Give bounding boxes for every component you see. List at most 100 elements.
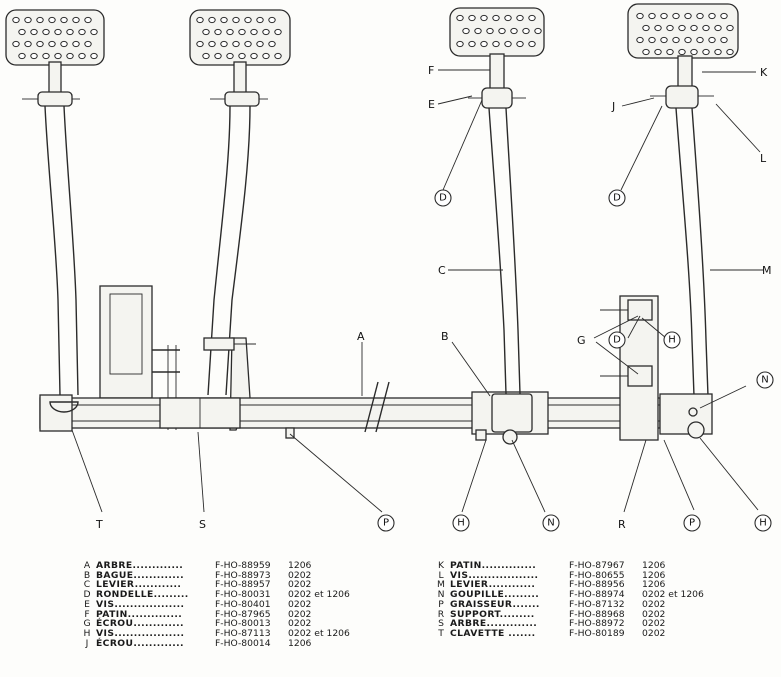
pad-hole — [12, 16, 20, 24]
pad-hole — [72, 40, 80, 48]
pad-hole — [60, 40, 68, 48]
pad-hole — [24, 40, 32, 48]
svg-text:H: H — [668, 335, 676, 346]
part-code: 1206 — [642, 569, 666, 581]
pad-hole — [720, 36, 728, 44]
pad-hole — [672, 36, 680, 44]
circle-label-d-left: D — [434, 189, 452, 207]
pad-hole — [220, 40, 228, 48]
pad-hole — [238, 28, 246, 36]
pad-hole — [268, 16, 276, 24]
pad-hole — [468, 14, 476, 22]
part-letter: K — [437, 560, 445, 571]
pad-hole — [42, 52, 50, 60]
svg-text:D: D — [439, 193, 447, 204]
pad-hole — [456, 40, 464, 48]
leader-lines — [71, 69, 764, 513]
part-letter: C — [83, 579, 91, 591]
pad-hole — [534, 27, 542, 35]
part-ref: F-HO-88974 — [569, 589, 625, 601]
part-code: 0202 — [642, 608, 666, 620]
pad-hole — [642, 48, 650, 56]
part-ref: F-HO-87965 — [215, 608, 271, 620]
pad-hole — [54, 28, 62, 36]
part-letter: E — [84, 598, 90, 610]
part-name: PATIN.............. — [450, 560, 537, 571]
pad-hole — [36, 40, 44, 48]
pad-hole — [66, 52, 74, 60]
label-f: F — [428, 64, 434, 77]
pad-hole — [462, 27, 470, 35]
part-name: VIS.................. — [450, 569, 539, 581]
pad-hole — [516, 40, 524, 48]
part-code: 1206 — [642, 560, 666, 571]
label-j: J — [611, 100, 615, 113]
part-ref: F-HO-80189 — [569, 627, 625, 639]
pad-hole — [202, 52, 210, 60]
part-code: 0202 — [642, 627, 666, 639]
part-letter: M — [437, 579, 445, 591]
svg-text:D: D — [613, 335, 621, 346]
pad-hole — [214, 28, 222, 36]
pad-hole — [238, 52, 246, 60]
pad-hole — [268, 40, 276, 48]
part-name: ÉCROU............. — [96, 618, 184, 630]
part-code: 0202 et 1206 — [642, 589, 704, 601]
pad-hole — [690, 48, 698, 56]
part-code: 0202 — [288, 618, 312, 630]
pad-hole — [474, 27, 482, 35]
svg-text:N: N — [761, 375, 768, 386]
pad-hole — [256, 16, 264, 24]
part-letter: R — [437, 608, 445, 620]
svg-text:P: P — [689, 518, 695, 529]
circle-label-n-left: N — [542, 514, 560, 532]
svg-text:N: N — [547, 518, 554, 529]
part-name: GRAISSEUR....... — [450, 598, 540, 610]
pad-hole — [642, 24, 650, 32]
pad-hole — [714, 24, 722, 32]
label-k: K — [760, 66, 768, 79]
part-letter: D — [83, 589, 91, 601]
pad-hole — [24, 16, 32, 24]
pad-hole — [250, 28, 258, 36]
pad-hole — [636, 12, 644, 20]
part-ref: F-HO-80031 — [215, 589, 271, 601]
label-b: B — [441, 330, 449, 343]
pad-hole — [220, 16, 228, 24]
pad-hole — [84, 40, 92, 48]
pad-hole — [660, 36, 668, 44]
pad-hole — [90, 52, 98, 60]
pad-hole — [498, 27, 506, 35]
left-bracket — [99, 285, 180, 430]
part-name: LEVIER............ — [96, 579, 182, 591]
part-code: 0202 — [288, 579, 312, 591]
pad-hole — [504, 14, 512, 22]
svg-text:P: P — [383, 518, 389, 529]
label-r: R — [618, 518, 626, 531]
part-letter: T — [438, 627, 444, 639]
pad-hole — [648, 12, 656, 20]
pad-hole — [244, 16, 252, 24]
pad-hole — [720, 12, 728, 20]
part-ref: F-HO-87113 — [215, 627, 271, 639]
left-lever-2 — [207, 91, 268, 396]
pad-hole — [690, 24, 698, 32]
pad-hole — [30, 52, 38, 60]
pad-hole — [702, 24, 710, 32]
pad-hole — [654, 48, 662, 56]
pad-hole — [456, 14, 464, 22]
pedal-assembly-drawing: F E C B A K J L M G T S R D D D H — [5, 3, 774, 532]
part-code: 0202 et 1206 — [288, 589, 350, 601]
pad-hole — [18, 28, 26, 36]
pad-hole — [256, 40, 264, 48]
part-ref: F-HO-88956 — [569, 579, 625, 591]
